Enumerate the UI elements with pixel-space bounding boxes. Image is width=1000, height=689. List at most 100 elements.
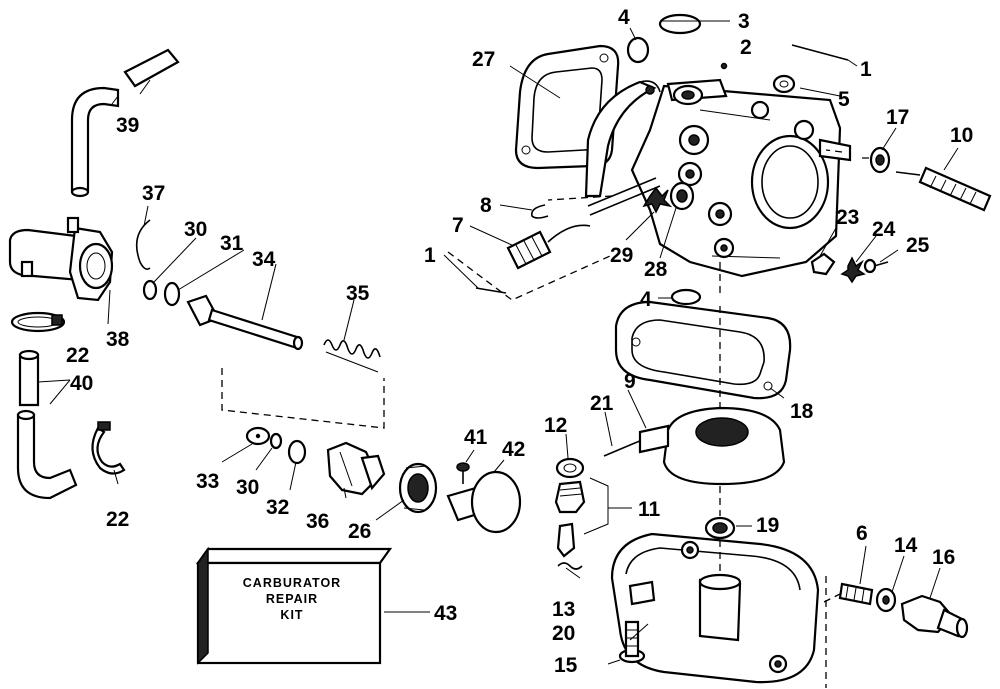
callout-31: 31: [220, 232, 244, 255]
spring-35: [323, 339, 381, 373]
callout-32: 32: [266, 496, 289, 519]
plug-3: [658, 13, 702, 35]
washer-19: [704, 516, 736, 540]
callout-10: 10: [950, 124, 973, 147]
kit-label-line1: CARBURATOR: [243, 576, 341, 590]
seat-11: [554, 480, 586, 514]
callout-22-bottom: 22: [106, 508, 129, 531]
hose-40: [16, 349, 78, 500]
callout-25: 25: [906, 234, 930, 257]
pin-21: [603, 439, 643, 457]
callout-23: 23: [836, 206, 859, 229]
callout-15: 15: [554, 654, 578, 677]
callout-1-top: 1: [860, 58, 872, 81]
callout-43: 43: [434, 602, 457, 625]
spring-13: [557, 562, 583, 570]
bracket-11: [583, 477, 609, 535]
callout-19: 19: [756, 514, 779, 537]
carburetor-body: [630, 78, 852, 278]
plug-6: [838, 582, 874, 606]
knob-collar-26: [398, 462, 438, 514]
assembly-lines: [719, 149, 870, 688]
knob-42: [446, 470, 522, 534]
callout-17: 17: [886, 106, 909, 129]
float-9: [638, 406, 786, 486]
callout-numbers: 3 4 2 1 27 5 17 10 8 7 1 29 28 23 24 25 …: [66, 6, 973, 677]
callout-20: 20: [552, 622, 575, 645]
bracket-line: [221, 368, 385, 429]
float-bowl-20: [610, 532, 820, 684]
callout-4-bottom: 4: [640, 288, 652, 311]
leader-lines: [37, 20, 959, 665]
fitting-38: [8, 216, 114, 302]
callout-28: 28: [644, 258, 668, 281]
choke-plate-linkage: [584, 80, 661, 198]
star-29: [642, 186, 673, 214]
screw-25: [863, 258, 889, 274]
pin-1-top: [791, 44, 849, 61]
callout-7: 7: [452, 214, 464, 237]
callout-35: 35: [346, 282, 370, 305]
callout-13: 13: [552, 598, 575, 621]
callout-40: 40: [70, 372, 93, 395]
washer-14: [875, 587, 897, 613]
screw-15: [618, 620, 646, 664]
gasket-18: [614, 300, 792, 400]
callout-33: 33: [196, 470, 219, 493]
callout-30-top: 30: [184, 218, 207, 241]
clamp-22-upper: [10, 311, 66, 333]
plug-4-bottom: [670, 288, 702, 306]
clamp-22-lower: [91, 421, 126, 475]
washer-5: [772, 74, 796, 94]
callout-22-top: 22: [66, 344, 89, 367]
callout-2: 2: [740, 36, 752, 59]
callout-1-bottom: 1: [424, 244, 436, 267]
washer-33: [245, 426, 271, 446]
callout-6: 6: [856, 522, 868, 545]
callout-4-top: 4: [618, 6, 630, 29]
o-ring-32: [287, 439, 307, 465]
callout-11: 11: [638, 498, 661, 521]
callout-12: 12: [544, 414, 567, 437]
washer-12: [555, 457, 585, 479]
fitting-16: [900, 594, 969, 639]
callout-3: 3: [738, 10, 750, 33]
washer-28: [669, 181, 695, 211]
kit-label-line2: REPAIR: [266, 592, 318, 606]
callout-8: 8: [480, 194, 492, 217]
callout-34: 34: [252, 248, 276, 271]
o-rings-30-31: [142, 279, 181, 307]
kit-label-line3: KIT: [280, 608, 303, 622]
callout-24: 24: [872, 218, 896, 241]
callout-27: 27: [472, 48, 495, 71]
clip-23: [810, 252, 836, 276]
callout-30-bottom: 30: [236, 476, 259, 499]
callout-21: 21: [590, 392, 614, 415]
callout-26: 26: [348, 520, 371, 543]
lock-washer-24: [840, 256, 866, 284]
callout-29: 29: [610, 244, 633, 267]
callout-5: 5: [838, 88, 850, 111]
callout-16: 16: [932, 546, 955, 569]
repair-kit-box: CARBURATOR REPAIR KIT: [195, 546, 393, 665]
callout-42: 42: [502, 438, 525, 461]
needle-11: [556, 522, 576, 558]
callout-38: 38: [106, 328, 130, 351]
shaft-29: [587, 177, 661, 216]
callout-41: 41: [464, 426, 488, 449]
needle-10: [895, 166, 992, 212]
nut-36: [326, 441, 386, 496]
hose-39: [70, 48, 180, 198]
bushing-17: [869, 146, 891, 174]
screw-41: [456, 462, 470, 484]
plug-4-top: [626, 36, 650, 64]
spring-7: [506, 224, 591, 270]
callout-9: 9: [624, 370, 636, 393]
clip-8: [530, 204, 549, 219]
spring-clip-37: [135, 219, 151, 270]
plunger-34: [186, 294, 304, 351]
callout-36: 36: [306, 510, 329, 533]
callout-14: 14: [894, 534, 918, 557]
callout-18: 18: [790, 400, 814, 423]
